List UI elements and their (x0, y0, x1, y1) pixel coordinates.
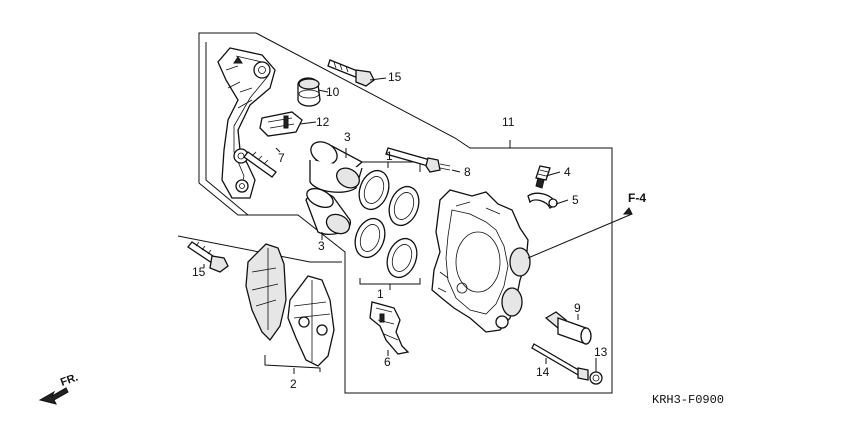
callout-15-top: 15 (388, 70, 402, 84)
callout-3-lower: 3 (318, 239, 325, 253)
bleeder-cap-5 (527, 192, 558, 209)
assembly-boundary-11 (198, 32, 613, 394)
piston-3-upper (309, 141, 364, 193)
pad-box-bottom (264, 355, 321, 372)
bracket-subassembly-box (198, 32, 256, 183)
bolt-15-lower (187, 241, 229, 273)
piston-3-lower (305, 187, 351, 235)
callout-2: 2 (290, 377, 297, 391)
caliper-bracket (217, 47, 276, 199)
callout-13: 13 (594, 345, 608, 359)
callout-6: 6 (384, 355, 391, 369)
pad-pin-14 (531, 343, 589, 381)
callout-14: 14 (536, 365, 550, 379)
front-direction-arrow: FR. (38, 371, 80, 405)
bolt-15-top (327, 59, 375, 87)
boot-10 (297, 77, 321, 107)
bracket-pin-7 (243, 151, 277, 178)
callout-5: 5 (572, 193, 579, 207)
pin-clip-13 (589, 371, 603, 385)
bleeder-screw-4 (535, 165, 551, 189)
brake-pad-2-outer (287, 275, 335, 367)
callout-3-upper: 3 (344, 130, 351, 144)
piston-seals-1-lower (354, 217, 418, 279)
reference-label: F-4 (628, 191, 646, 205)
callout-9: 9 (574, 301, 581, 315)
callout-1-lower: 1 (377, 287, 384, 301)
callout-12: 12 (316, 115, 330, 129)
brake-pad-2-inner (245, 243, 287, 342)
pad-group-box (177, 235, 342, 263)
callout-7: 7 (278, 151, 285, 165)
bracket-subassembly-inner (205, 42, 249, 216)
piston-seals-1-upper (358, 169, 420, 227)
callout-1-upper: 1 (386, 149, 393, 163)
front-direction-label: FR. (59, 371, 80, 388)
diagram-code: KRH3-F0900 (652, 393, 724, 407)
seal-bracket-bottom (359, 278, 421, 285)
callout-4: 4 (564, 165, 571, 179)
leader-lines (203, 77, 633, 374)
callout-10: 10 (326, 85, 340, 99)
callout-11: 11 (502, 115, 515, 129)
callout-15-lower: 15 (192, 265, 206, 279)
pad-spring-12 (259, 111, 303, 137)
slide-pin-8 (385, 147, 451, 173)
pad-spring-6 (369, 301, 410, 355)
callout-8: 8 (464, 165, 471, 179)
caliper-body (431, 189, 531, 333)
pin-bolt-9 (544, 311, 592, 345)
